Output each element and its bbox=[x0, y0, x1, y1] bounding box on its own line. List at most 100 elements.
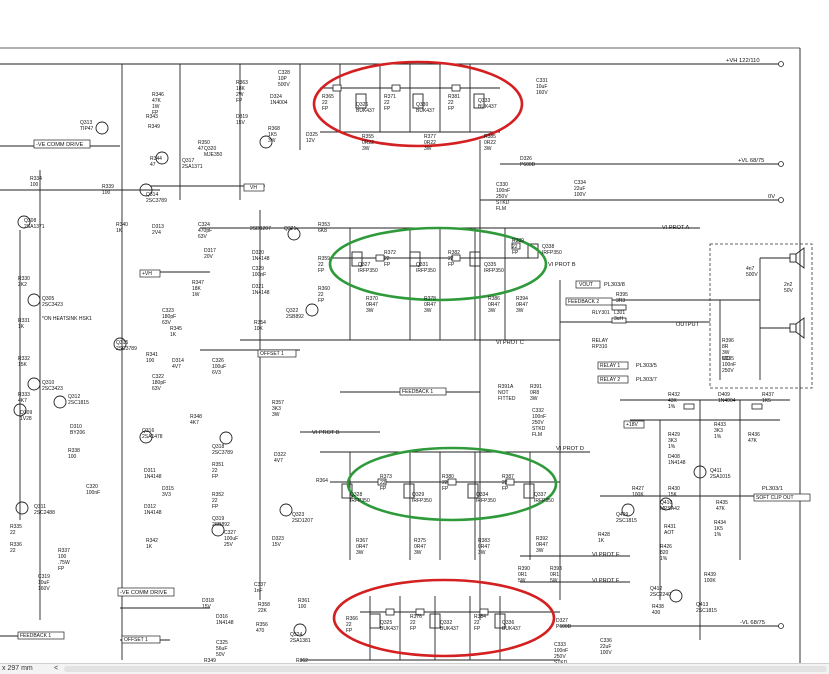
component-value-r357: 3K3 bbox=[272, 406, 281, 412]
component-ref-q338: Q338 bbox=[542, 244, 554, 250]
component-ref-r380: R380 bbox=[442, 474, 454, 480]
component-value-r426: 1% bbox=[660, 556, 668, 562]
component-ref-r348: R348 bbox=[190, 414, 202, 420]
component-value-q337: IRFP350 bbox=[534, 498, 554, 504]
component-value-c323: 63V bbox=[162, 320, 172, 326]
component-value-r393: 0R1 bbox=[550, 572, 559, 578]
component-ref-q328: Q328 bbox=[350, 492, 362, 498]
component-value-r336: 22 bbox=[10, 548, 16, 554]
component-ref-r367: R367 bbox=[356, 538, 368, 544]
component-ref-2sd1207: 2SD1207 bbox=[250, 226, 271, 232]
component-value-r383: 3W bbox=[478, 550, 486, 556]
component-ref-r360: R360 bbox=[318, 286, 330, 292]
scroll-left-button[interactable]: < bbox=[54, 665, 59, 672]
component-ref-c335: C335 bbox=[722, 356, 734, 362]
label-pl303-1: PL303/1 bbox=[762, 486, 783, 492]
signal-feedback-2: FEEDBACK 2 bbox=[568, 299, 599, 305]
component-value-r351: 22 bbox=[212, 468, 218, 474]
component-value-q309: 1V28 bbox=[20, 416, 32, 422]
component-value-r344: 47 bbox=[150, 162, 156, 168]
component-value-c330: STKD bbox=[496, 200, 510, 206]
component-value-r387: FP bbox=[502, 486, 509, 492]
component-ref-q321: Q321 bbox=[284, 226, 296, 232]
component-value-d320: 1N4148 bbox=[252, 256, 270, 262]
component-ref-r385: R385 bbox=[484, 134, 496, 140]
component-value-d409: 1N4004 bbox=[718, 398, 736, 404]
component-value-d327: P600D bbox=[556, 624, 572, 630]
component-value-r371: 22 bbox=[384, 100, 390, 106]
component-ref-r349b: R349 bbox=[204, 658, 216, 663]
component-value-d322: 4V7 bbox=[274, 458, 283, 464]
component-ref-d324: D324 bbox=[270, 94, 282, 100]
component-value-c322: 63V bbox=[152, 386, 162, 392]
component-value-r391: 0R8 bbox=[530, 390, 539, 396]
signal-vi-prot-b-left: VI PROT B bbox=[312, 430, 340, 436]
component-value-c319: 10uF bbox=[38, 580, 49, 586]
component-value-r428: 1K bbox=[598, 538, 605, 544]
component-ref-q331: Q331 bbox=[416, 262, 428, 268]
component-value-r434: 1K5 bbox=[714, 526, 723, 532]
component-value-q327: IRFP350 bbox=[358, 268, 378, 274]
component-value-q332: BUK437 bbox=[440, 626, 459, 632]
component-ref-r334: R334 bbox=[30, 176, 42, 182]
signal-offset-1-bottom: OFFSET 1 bbox=[124, 637, 148, 643]
component-ref-c332: C332 bbox=[532, 408, 544, 414]
component-ref-r339: R339 bbox=[102, 184, 114, 190]
component-value-q331: IRFP350 bbox=[416, 268, 436, 274]
component-ref-l301: L301 bbox=[614, 310, 625, 316]
component-ref-r437: R437 bbox=[762, 392, 774, 398]
horizontal-scrollbar[interactable] bbox=[64, 666, 827, 672]
component-ref-r356: R356 bbox=[256, 622, 268, 628]
component-value-r358: 22K bbox=[258, 608, 268, 614]
component-ref-q413: Q413 bbox=[696, 602, 708, 608]
component-ref-r395: R395 bbox=[616, 292, 628, 298]
component-value-r337: .75W bbox=[58, 560, 70, 566]
component-ref-q329: Q329 bbox=[412, 492, 424, 498]
component-value-r426: 820 bbox=[660, 550, 669, 556]
component-ref-q334: Q334 bbox=[476, 492, 488, 498]
component-ref-r331: R331 bbox=[18, 318, 30, 324]
component-value-r382: FP bbox=[448, 262, 455, 268]
component-ref-q336: Q336 bbox=[502, 620, 514, 626]
component-value-q324: 2SA1381 bbox=[290, 638, 311, 644]
component-value-r395: 3R3 bbox=[616, 298, 625, 304]
signal-vi-prot-e: VI PROT E bbox=[592, 552, 620, 558]
component-ref-r353: R353 bbox=[318, 222, 330, 228]
component-value-c328: 10P bbox=[278, 76, 288, 82]
component-ref-r431: R431 bbox=[664, 524, 676, 530]
component-ref-r377: R377 bbox=[424, 134, 436, 140]
component-value-r432: 1% bbox=[668, 404, 676, 410]
component-value-r390: 0R1 bbox=[518, 572, 527, 578]
component-ref-r336: R336 bbox=[10, 542, 22, 548]
component-value-r436: 47K bbox=[748, 438, 758, 444]
label-output: OUTPUT bbox=[676, 322, 700, 328]
component-value-c323: 180pF bbox=[162, 314, 176, 320]
component-ref-q412: Q412 bbox=[650, 586, 662, 592]
rail-label-vl-pos: +VL 68/75 bbox=[738, 158, 764, 164]
component-ref-q319: Q319 bbox=[212, 516, 224, 522]
component-ref-q312: Q312 bbox=[68, 394, 80, 400]
component-ref-d310: D310 bbox=[70, 424, 82, 430]
component-value-q334: IRFP350 bbox=[476, 498, 496, 504]
component-ref-r428: R428 bbox=[598, 532, 610, 538]
component-ref-q318: Q318 bbox=[212, 444, 224, 450]
component-value-c325: 50V bbox=[216, 652, 226, 658]
component-value-c332: 100nF bbox=[532, 414, 546, 420]
component-value-r366: 22 bbox=[346, 622, 352, 628]
component-ref-r392: R392 bbox=[536, 536, 548, 542]
component-value-r427: 100K bbox=[632, 492, 644, 498]
component-ref-r361: R361 bbox=[298, 598, 310, 604]
label-pl303-7: PL303/7 bbox=[636, 377, 657, 383]
component-ref-r394: R394 bbox=[516, 296, 528, 302]
component-value-c328: 500V bbox=[278, 82, 290, 88]
component-ref-c330: C330 bbox=[496, 182, 508, 188]
component-value-c327: 100uF bbox=[224, 536, 238, 542]
component-ref-r357: R357 bbox=[272, 400, 284, 406]
component-ref-rly301: RLY301 bbox=[592, 310, 610, 316]
component-value-r386: 0R47 bbox=[488, 302, 500, 308]
signal-soft-clip-out: SOFT CLIP OUT bbox=[756, 495, 794, 501]
component-value-c333: STKD bbox=[554, 660, 568, 663]
component-value-c326: 6V3 bbox=[212, 370, 221, 376]
component-value-d312: 1N4148 bbox=[144, 510, 162, 516]
component-value-d315: 3V3 bbox=[162, 492, 171, 498]
